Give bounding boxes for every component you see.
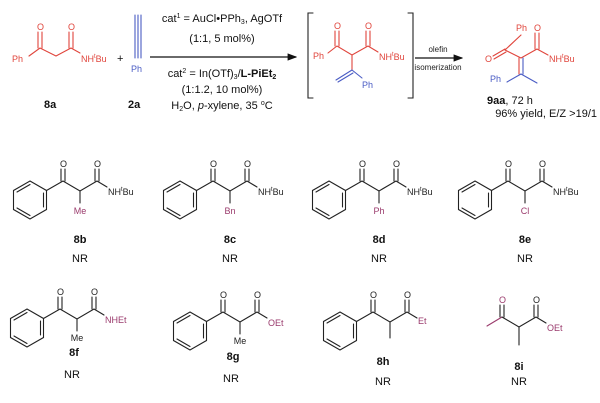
compound-label: 8b [74, 234, 87, 246]
bracket-left [307, 12, 314, 99]
oxygen-label: O [359, 159, 366, 169]
amine-label: NHtBu [258, 187, 284, 197]
reactant-8a: Ph O O NHtBu 8a [12, 22, 107, 111]
compound-8h: O O Et 8h NR [322, 290, 427, 388]
substituent-label: Me [71, 333, 84, 343]
compound-8e: O O Cl NHtBu 8e NR [457, 159, 579, 265]
catalyst-2: cat2 = In(OTf)3/L-PiEt2 [168, 68, 277, 81]
alkyne-2a: Ph 2a [128, 14, 142, 111]
compound-8f: O O Me NHEt 8f NR [9, 287, 127, 381]
step-label: olefin [428, 45, 447, 54]
compound-label: 8f [69, 347, 79, 359]
phenyl-label: Ph [12, 54, 23, 64]
oxygen-label: O [539, 159, 546, 169]
ester-label: OEt [268, 318, 284, 328]
intermediate: Ph O O NHtBu Ph [307, 12, 414, 99]
compound-label: 8h [377, 356, 390, 368]
ethyl-label: Et [418, 316, 427, 326]
oxygen-label: O [210, 159, 217, 169]
oxygen-label: O [57, 287, 64, 297]
yield-selectivity: 96% yield, E/Z >19/1 [495, 108, 597, 120]
plus-sign: + [117, 53, 123, 65]
step-label: isomerization [414, 63, 461, 72]
compound-8c: O O Bn NHtBu 8c NR [162, 159, 284, 265]
oxygen-label: O [485, 54, 492, 64]
compound-label: 8g [227, 351, 240, 363]
compound-label: 8d [373, 234, 386, 246]
amine-label: NHEt [105, 315, 127, 325]
oxygen-label: O [534, 23, 541, 33]
product-label: 9aa, 72 h [487, 95, 533, 107]
oxygen-label: O [365, 21, 372, 31]
phenyl-label: Ph [516, 23, 527, 33]
substituent-label: Cl [521, 206, 530, 216]
result-label: NR [223, 373, 239, 385]
oxygen-label: O [505, 159, 512, 169]
substituent-label: Bn [224, 206, 235, 216]
amine-label: NHtBu [379, 52, 405, 62]
compound-8b: O O Me NHtBu 8b NR [12, 159, 134, 265]
oxygen-label: O [254, 290, 261, 300]
phenyl-label: Ph [131, 64, 142, 74]
compound-label: 2a [128, 99, 141, 111]
phenyl-label: Ph [490, 74, 501, 84]
solvent-temperature: H2O, p-xylene, 35 oC [171, 100, 272, 113]
oxygen-label: O [68, 22, 75, 32]
oxygen-label: O [393, 159, 400, 169]
compound-label: 8e [519, 234, 531, 246]
amine-label: NHtBu [549, 54, 575, 64]
result-label: NR [222, 253, 238, 265]
compound-label: 8c [224, 234, 236, 246]
compound-8i: O O OEt 8i NR [486, 295, 563, 388]
result-label: NR [511, 376, 527, 388]
oxygen-label: O [499, 295, 506, 305]
amine-label: NHtBu [553, 187, 579, 197]
oxygen-label: O [334, 21, 341, 31]
catalyst-1-loading: (1:1, 5 mol%) [189, 33, 254, 45]
compound-8d: O O Ph NHtBu 8d NR [311, 159, 433, 265]
oxygen-label: O [94, 159, 101, 169]
compound-8g: O O Me OEt 8g NR [172, 290, 284, 385]
catalyst-1: cat1 = AuCl•PPh3, AgOTf [162, 13, 283, 26]
amine-label: NHtBu [108, 187, 134, 197]
oxygen-label: O [533, 295, 540, 305]
compound-label: 8a [44, 99, 57, 111]
phenyl-label: Ph [313, 51, 324, 61]
result-label: NR [375, 376, 391, 388]
amine-label: NHtBu [407, 187, 433, 197]
bracket-right [407, 12, 414, 99]
substituent-label: Me [234, 336, 247, 346]
result-label: NR [517, 253, 533, 265]
amine-label: NHtBu [81, 54, 107, 64]
oxygen-label: O [60, 159, 67, 169]
oxygen-label: O [37, 22, 44, 32]
oxygen-label: O [244, 159, 251, 169]
result-label: NR [371, 253, 387, 265]
catalyst-2-loading: (1:1.2, 10 mol%) [182, 84, 263, 96]
oxygen-label: O [404, 290, 411, 300]
substituent-label: Me [74, 206, 87, 216]
oxygen-label: O [220, 290, 227, 300]
result-label: NR [64, 369, 80, 381]
product-9aa: O Ph O NHtBu Ph 9aa, 72 h 96% yield, E/Z… [485, 23, 597, 120]
result-label: NR [72, 253, 88, 265]
phenyl-label: Ph [362, 80, 373, 90]
substituent-label: Ph [373, 206, 384, 216]
ester-label: OEt [547, 323, 563, 333]
oxygen-label: O [91, 287, 98, 297]
oxygen-label: O [370, 290, 377, 300]
reaction-conditions: cat1 = AuCl•PPh3, AgOTf (1:1, 5 mol%) ca… [162, 13, 283, 113]
compound-label: 8i [514, 361, 523, 373]
